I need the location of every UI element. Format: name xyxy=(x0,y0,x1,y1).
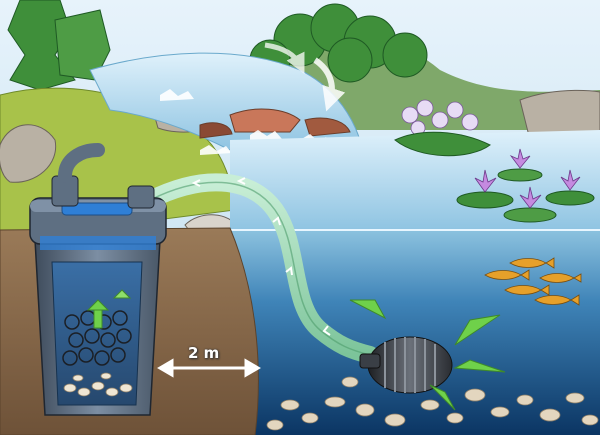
pond-water xyxy=(230,230,600,435)
fish-icon xyxy=(539,273,582,283)
hose-outline xyxy=(149,181,371,356)
filter-unit xyxy=(29,143,167,416)
filter-inlet-pipe xyxy=(127,185,155,209)
hose-flow-arrows xyxy=(191,177,331,336)
rocks-right xyxy=(519,89,600,141)
fish-icon xyxy=(484,269,530,281)
pebbles xyxy=(266,376,599,431)
lily-group-right xyxy=(456,148,595,223)
flower-cluster-top xyxy=(401,99,479,136)
fish-school xyxy=(484,257,582,306)
distance-label: 2 m xyxy=(188,344,220,362)
fish-icon xyxy=(534,294,580,306)
waterfall-flow-arrow xyxy=(313,57,346,112)
tree-cluster-left xyxy=(7,0,111,91)
distance-arrow xyxy=(157,358,261,378)
fish-icon xyxy=(504,284,550,296)
pump-intake-arrows xyxy=(349,299,506,411)
flower-leaves-top xyxy=(394,131,491,157)
filter-sponge xyxy=(62,310,132,366)
fish-icon xyxy=(509,257,555,269)
pump-unit xyxy=(359,336,453,394)
water-lily-icon xyxy=(474,148,581,209)
filter-flow-arrows xyxy=(86,289,132,329)
waterfall-flow-arrow-2 xyxy=(264,42,305,74)
filter-lid-accent xyxy=(61,202,133,216)
filter-gravel xyxy=(63,372,133,397)
stream-rocks xyxy=(199,108,351,139)
